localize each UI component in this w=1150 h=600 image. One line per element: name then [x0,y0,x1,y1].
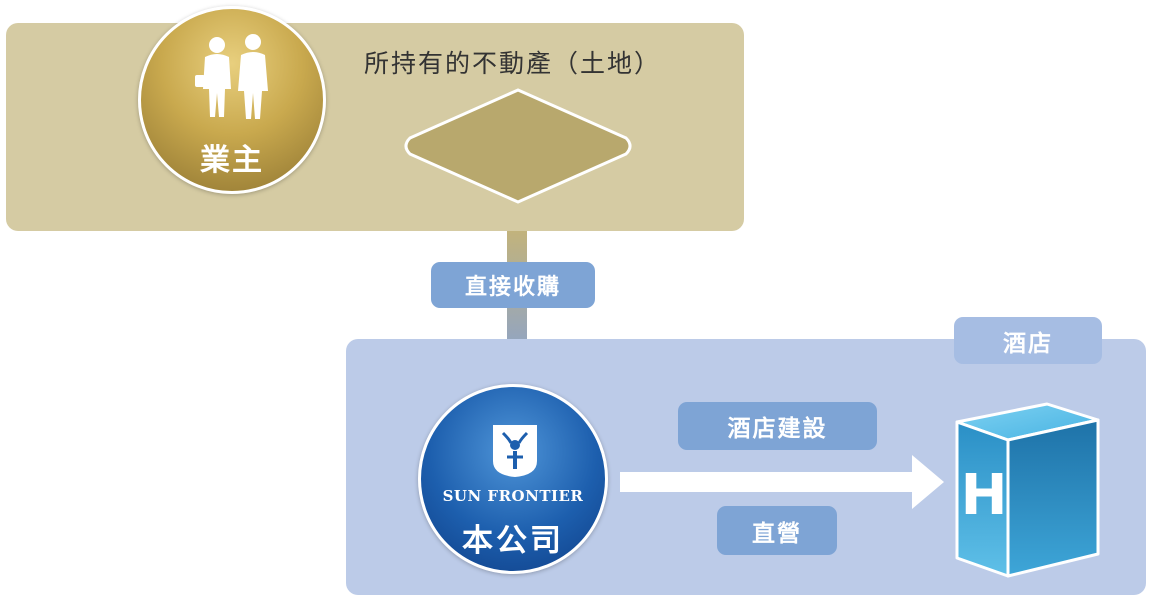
sun-frontier-logo-icon [493,425,537,477]
brand-name: SUN FRONTIER [442,487,584,505]
land-diamond-icon [404,88,632,204]
owner-silhouettes-icon [195,34,268,119]
right-arrow-icon [620,455,944,509]
hotel-construction-badge: 酒店建設 [678,402,877,450]
hotel-cube-icon: H [955,402,1100,578]
company-node: SUN FRONTIER 本公司 [418,384,608,574]
direct-operation-badge: 直營 [717,506,837,555]
owner-label: 業主 [200,143,264,178]
owner-property-panel [6,23,744,231]
direct-purchase-badge: 直接收購 [431,262,595,308]
hotel-badge: 酒店 [954,317,1102,364]
company-label: 本公司 [462,523,564,559]
owner-node: 業主 [138,6,326,194]
land-label: 所持有的不動產（土地） [364,49,662,78]
hotel-cube-letter: H [961,463,1008,528]
